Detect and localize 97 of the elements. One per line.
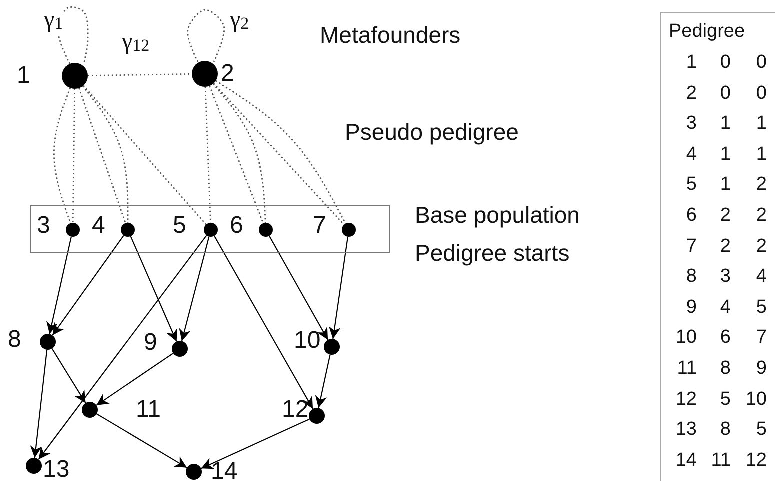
table-cell-text: 1 xyxy=(719,174,731,196)
table-cell-text: 7 xyxy=(685,236,697,258)
arrow xyxy=(201,418,310,470)
table-cell-text: 12 xyxy=(744,450,767,472)
table-cell-text: 2 xyxy=(755,205,767,227)
individual-number: 5 xyxy=(173,214,186,238)
table-cell-text: 4 xyxy=(755,266,767,288)
arrow xyxy=(214,236,314,410)
individual-dot xyxy=(324,339,340,355)
table-cell-text: 1 xyxy=(719,113,731,136)
individual-number: 11 xyxy=(136,398,161,422)
loop-connector xyxy=(187,9,226,62)
table-cell-text: 10 xyxy=(674,327,697,350)
table-cell-text: 1 xyxy=(719,144,731,166)
table-cell-text: 5 xyxy=(719,388,731,411)
individual-number: 4 xyxy=(92,214,106,238)
table-cell-text: 2 xyxy=(755,174,767,196)
table-cell-text: 0 xyxy=(719,82,731,105)
table-cell-text: 11 xyxy=(710,450,731,472)
table-cell-text: 2 xyxy=(755,236,767,258)
individual-number: 9 xyxy=(144,331,158,355)
connector-line xyxy=(204,86,212,224)
individual-dot xyxy=(204,223,218,237)
individual-number: 10 xyxy=(294,329,321,353)
arrow xyxy=(96,353,174,406)
table-cell-text: 2 xyxy=(719,236,731,258)
individual-number: 1 xyxy=(17,64,30,88)
individual-dot xyxy=(82,402,98,418)
arrow xyxy=(46,236,72,334)
table-cell-text: 6 xyxy=(685,205,697,227)
table-cell-text: 3 xyxy=(685,113,697,136)
group-label: Base population xyxy=(415,202,580,228)
individual-dot xyxy=(62,63,88,89)
table-cell-text: 3 xyxy=(719,266,731,288)
individual-dot xyxy=(342,223,356,237)
table-cell-text: 13 xyxy=(674,419,697,442)
individual-number: 3 xyxy=(37,214,50,238)
individual-number: 2 xyxy=(221,62,234,86)
arrow xyxy=(52,348,86,404)
table-cell-text: 14 xyxy=(674,450,697,472)
individual-number: 7 xyxy=(313,214,326,238)
connector-line xyxy=(88,74,192,76)
individual-number: 14 xyxy=(211,460,238,481)
arrow xyxy=(96,414,188,468)
table-cell-text: 4 xyxy=(685,144,697,166)
table-cell-text: 9 xyxy=(755,358,767,380)
table-cell-text: 0 xyxy=(755,52,767,74)
table-cell-text: 9 xyxy=(685,296,697,319)
arrow xyxy=(52,235,124,336)
arrow xyxy=(130,236,178,342)
arrow xyxy=(268,236,329,340)
table-cell-text: 1 xyxy=(685,52,697,74)
individual-dot xyxy=(172,341,188,357)
table-cell-text: 4 xyxy=(719,296,731,319)
table-cell-text: 5 xyxy=(685,174,697,196)
individual-number: 6 xyxy=(230,214,244,238)
individual-dot xyxy=(121,223,135,237)
table-header: Pedigree xyxy=(669,21,746,43)
table-cell-text: 1 xyxy=(755,144,767,166)
individual-dot xyxy=(186,464,202,480)
loop-connector xyxy=(57,6,89,64)
individual-number: 8 xyxy=(8,328,22,352)
arrow xyxy=(179,236,210,342)
table-cell-text: 0 xyxy=(755,82,767,105)
group-frame xyxy=(30,205,390,253)
table-cell-text: 1 xyxy=(755,113,767,136)
table-cell-text: 10 xyxy=(744,388,767,411)
individual-dot xyxy=(309,408,325,424)
individual-dot xyxy=(66,223,80,237)
heading-label: Pseudo pedigree xyxy=(345,119,519,145)
table-cell-text: 0 xyxy=(719,52,731,74)
connector-line xyxy=(72,89,76,223)
table-cell-text: 11 xyxy=(676,358,697,380)
table-cell-text: 5 xyxy=(755,296,767,319)
individual-dot xyxy=(40,334,56,350)
group-label: Pedigree starts xyxy=(415,240,570,266)
connector-line xyxy=(53,88,72,224)
table-cell-text: 2 xyxy=(719,205,731,227)
table-cell-text: 5 xyxy=(755,419,767,442)
arrow xyxy=(30,350,48,458)
table-cell-text: 7 xyxy=(755,327,767,350)
individual-dot xyxy=(192,61,218,87)
arrow xyxy=(38,235,208,460)
individual-number: 13 xyxy=(43,458,70,481)
arrow xyxy=(328,236,349,340)
connector-line xyxy=(83,85,207,226)
table-cell-text: 8 xyxy=(719,419,731,442)
table-cell-text: 8 xyxy=(719,358,731,380)
table-cell-text: 12 xyxy=(674,388,697,411)
individual-dot xyxy=(26,458,42,474)
individual-number: 12 xyxy=(282,398,309,422)
table-cell-text: 2 xyxy=(685,82,697,105)
arrow xyxy=(315,354,331,408)
heading-label: Metafounders xyxy=(320,22,461,48)
table-cell-text: 8 xyxy=(685,266,697,288)
individual-dot xyxy=(259,223,273,237)
table-cell-text: 6 xyxy=(719,327,731,350)
